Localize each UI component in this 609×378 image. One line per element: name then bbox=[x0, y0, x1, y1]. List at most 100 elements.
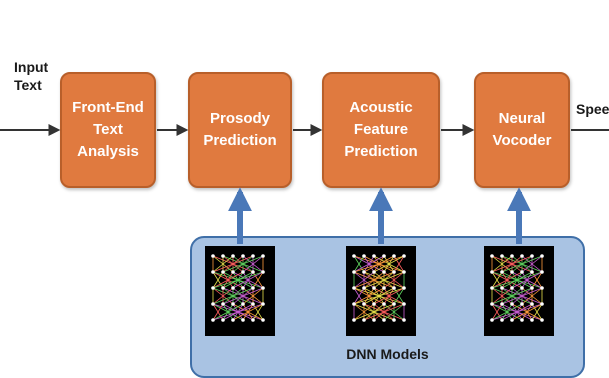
neural-net-node bbox=[392, 254, 396, 258]
neural-net-node bbox=[490, 302, 494, 306]
neural-vocoder-block: Neural Vocoder bbox=[474, 72, 570, 188]
neural-net-connection bbox=[222, 287, 264, 305]
neural-net-node bbox=[402, 318, 406, 322]
neural-net-node bbox=[372, 254, 376, 258]
neural-net-node bbox=[540, 254, 544, 258]
neural-net-node bbox=[362, 286, 366, 290]
neural-net-node bbox=[392, 270, 396, 274]
neural-net-connection bbox=[521, 287, 543, 305]
neural-net-connection bbox=[353, 287, 405, 305]
neural-net-connection bbox=[242, 287, 264, 305]
neural-net-node bbox=[251, 286, 255, 290]
dnn-thumbnail-acoustic bbox=[346, 246, 416, 336]
dnn-thumbnail-prosody bbox=[205, 246, 275, 336]
neural-net-node bbox=[372, 286, 376, 290]
neural-net-node bbox=[211, 318, 215, 322]
neural-net-connection bbox=[501, 255, 543, 273]
dnn-thumbnail-vocoder bbox=[484, 246, 554, 336]
neural-net-node bbox=[402, 302, 406, 306]
neural-net-node bbox=[241, 318, 245, 322]
neural-net-connection bbox=[212, 271, 264, 289]
neural-net-connection bbox=[363, 303, 405, 321]
neural-net-connection bbox=[511, 303, 543, 321]
neural-net-node bbox=[510, 254, 514, 258]
neural-net-node bbox=[251, 318, 255, 322]
neural-net-connection bbox=[212, 255, 234, 273]
neural-net-node bbox=[372, 302, 376, 306]
neural-net-node bbox=[372, 318, 376, 322]
neural-net-node bbox=[362, 302, 366, 306]
neural-net-node bbox=[211, 302, 215, 306]
neural-net-connection bbox=[353, 271, 395, 289]
front-end-text-analysis-block: Front-End Text Analysis bbox=[60, 72, 156, 188]
neural-net-node bbox=[520, 254, 524, 258]
neural-net-connection bbox=[501, 287, 543, 305]
neural-net-node bbox=[352, 302, 356, 306]
neural-net-connection bbox=[511, 271, 543, 289]
neural-net-connection bbox=[491, 255, 533, 273]
neural-net-connection bbox=[353, 287, 385, 305]
neural-net-node bbox=[510, 302, 514, 306]
input-label-line-1: Input bbox=[14, 59, 49, 75]
neural-net-node bbox=[372, 270, 376, 274]
prosody-prediction-block: Prosody Prediction bbox=[188, 72, 292, 188]
neural-net-node bbox=[382, 270, 386, 274]
neural-net-node bbox=[382, 254, 386, 258]
input-label-line-2: Text bbox=[14, 77, 42, 93]
neural-net-connection bbox=[491, 303, 523, 321]
neural-net-connection bbox=[212, 255, 254, 273]
neural-net-connection bbox=[531, 271, 543, 289]
neural-net-node bbox=[490, 270, 494, 274]
neural-net-node bbox=[392, 318, 396, 322]
neural-net-node bbox=[540, 302, 544, 306]
dnn-models-label: DNN Models bbox=[346, 346, 429, 362]
neural-net-connection bbox=[373, 255, 405, 273]
neural-net-connection bbox=[491, 303, 543, 321]
neural-net-node bbox=[540, 270, 544, 274]
neural-net-connection bbox=[383, 271, 405, 289]
neural-net-node bbox=[402, 286, 406, 290]
neural-net-node bbox=[530, 286, 534, 290]
neural-net-node bbox=[221, 270, 225, 274]
neural-net-connection bbox=[491, 255, 513, 273]
neural-net-node bbox=[241, 286, 245, 290]
neural-net-connection bbox=[353, 303, 375, 321]
neural-net-node bbox=[221, 254, 225, 258]
input-text-label: Input Text bbox=[14, 58, 48, 94]
neural-net-connection bbox=[491, 303, 503, 321]
neural-net-node bbox=[352, 318, 356, 322]
neural-net-connection bbox=[393, 287, 405, 305]
neural-net-node bbox=[530, 302, 534, 306]
neural-net-connection bbox=[491, 287, 533, 305]
neural-net-node bbox=[520, 286, 524, 290]
neural-net-node bbox=[211, 254, 215, 258]
neural-net-node bbox=[500, 286, 504, 290]
neural-net-node bbox=[221, 318, 225, 322]
neural-net-node bbox=[261, 270, 265, 274]
neural-net-node bbox=[261, 318, 265, 322]
neural-net-connection bbox=[212, 287, 234, 305]
neural-net-node bbox=[500, 270, 504, 274]
neural-net-connection bbox=[242, 255, 264, 273]
neural-net-node bbox=[231, 302, 235, 306]
neural-net-node bbox=[221, 302, 225, 306]
neural-net-node bbox=[490, 318, 494, 322]
neural-net-node bbox=[520, 318, 524, 322]
neural-net-node bbox=[510, 318, 514, 322]
neural-net-connection bbox=[363, 271, 405, 289]
neural-net-connection bbox=[383, 303, 405, 321]
neural-net-connection bbox=[491, 271, 523, 289]
neural-net-node bbox=[211, 270, 215, 274]
neural-net-connection bbox=[521, 255, 543, 273]
neural-net-node bbox=[392, 302, 396, 306]
neural-net-node bbox=[362, 270, 366, 274]
neural-net-node bbox=[490, 254, 494, 258]
block-label-line: Prosody bbox=[209, 110, 270, 127]
neural-net-node bbox=[520, 270, 524, 274]
neural-net-node bbox=[540, 286, 544, 290]
neural-net-node bbox=[520, 302, 524, 306]
neural-net-connection bbox=[353, 255, 405, 273]
acoustic-feature-prediction-block: Acoustic Feature Prediction bbox=[322, 72, 440, 188]
